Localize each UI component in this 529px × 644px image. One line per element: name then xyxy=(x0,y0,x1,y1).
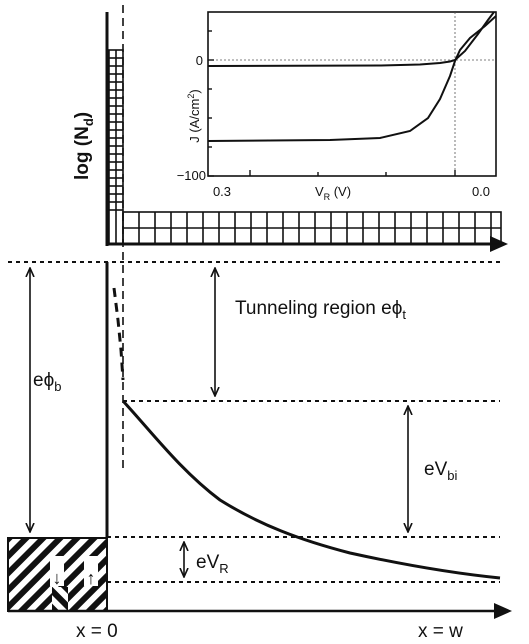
inset-frame xyxy=(207,11,497,177)
delta-doping-grid xyxy=(108,49,124,245)
inset-y-axis-label: J (A/cm2) xyxy=(186,89,202,142)
inset-jv-plot: 0 −100 0.3 0.0 J (A/cm2) VR (V) xyxy=(177,11,497,202)
inset-x-tick-0.3: 0.3 xyxy=(213,184,231,199)
position-axis-arrowhead xyxy=(494,603,512,619)
metal-arrow-up-glyph: ↑ xyxy=(87,568,96,588)
band-diagram: ↓ ↑ eϕb Tunneling region eϕt eVbi eVR x … xyxy=(7,261,512,642)
metal-arrow-down-glyph: ↓ xyxy=(53,568,62,588)
inset-x-axis-label: VR (V) xyxy=(315,184,351,202)
inset-y-tick-0: 0 xyxy=(196,53,203,68)
interface-position-label: x = 0 xyxy=(76,621,118,642)
built-in-potential-label: eVbi xyxy=(424,459,457,483)
reverse-bias-label: eVR xyxy=(196,552,229,576)
barrier-height-label: eϕb xyxy=(33,370,61,394)
inset-x-tick-0.0: 0.0 xyxy=(472,184,490,199)
doping-y-axis-label: log (Nd) xyxy=(72,112,96,180)
conduction-band-curve xyxy=(121,399,501,580)
doping-profile: log (Nd) xyxy=(72,12,508,252)
inset-y-tick-minus100: −100 xyxy=(177,168,206,183)
depletion-edge-position-label: x = w xyxy=(418,621,463,642)
tunneling-region-label: Tunneling region eϕt xyxy=(235,298,406,322)
background-doping-grid xyxy=(122,211,502,245)
inset-illuminated-curve xyxy=(207,15,497,142)
metal-contact: ↓ ↑ xyxy=(7,537,108,612)
tunneling-dashed-band xyxy=(112,287,125,381)
